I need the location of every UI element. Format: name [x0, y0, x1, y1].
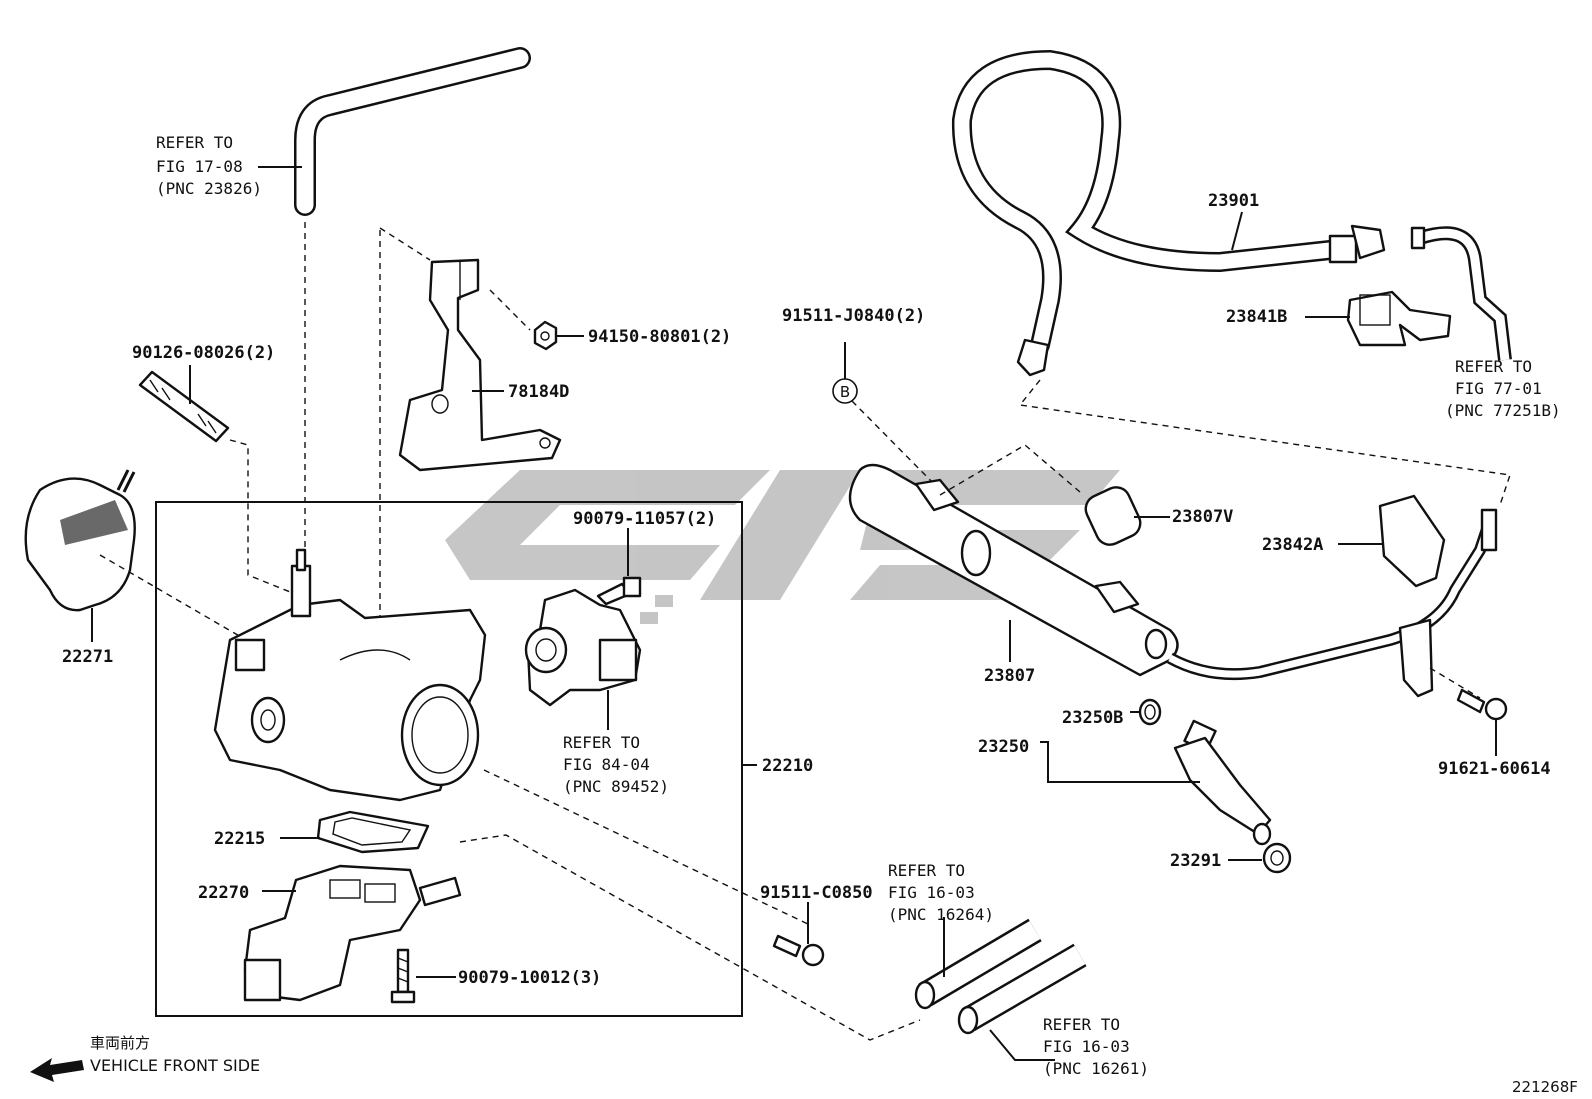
hose-16264-part — [914, 918, 1042, 1010]
label-91511-j0840: 91511-J0840(2) — [782, 306, 925, 326]
tube-77251b-part — [1410, 226, 1512, 361]
label-22210: 22210 — [762, 756, 813, 776]
throttle-body-part — [213, 548, 487, 802]
clip-23841b-part — [1346, 290, 1452, 347]
label-91511-c0850: 91511-C0850 — [760, 883, 873, 903]
label-23807v: 23807V — [1172, 507, 1233, 527]
ref-16-03a-line1: REFER TO — [888, 861, 965, 880]
damper-23807v-part — [1084, 486, 1142, 546]
ref-17-08-line1: REFER TO — [156, 133, 233, 152]
label-91621-60614: 91621-60614 — [1438, 759, 1551, 779]
diagram-id: 221268F — [1512, 1078, 1578, 1096]
throttle-sensor-part — [524, 588, 642, 707]
front-side-en: VEHICLE FRONT SIDE — [90, 1056, 260, 1075]
ref-84-04-line1: REFER TO — [563, 733, 640, 752]
bracket-part — [398, 258, 562, 472]
ref-17-08-line2: FIG 17-08 — [156, 157, 243, 176]
label-78184d: 78184D — [508, 382, 569, 402]
label-23901: 23901 — [1208, 191, 1259, 211]
clip-23842a-part — [1378, 494, 1446, 588]
nut-part — [533, 320, 558, 351]
isc-valve-part — [243, 864, 462, 1002]
label-23250: 23250 — [978, 737, 1029, 757]
ref-77-01-line1: REFER TO — [1455, 357, 1532, 376]
hose-top-part — [294, 47, 531, 216]
bolt-91621-part — [1456, 688, 1508, 721]
front-side-jp: 車両前方 — [90, 1034, 150, 1052]
ref-84-04-line3: (PNC 89452) — [563, 777, 669, 796]
screw-part — [596, 576, 642, 606]
fuel-hose-23901-part — [951, 49, 1386, 377]
stud-part — [138, 370, 230, 443]
bolt-91511-c0850-part — [772, 934, 825, 967]
o-ring-part — [1138, 698, 1162, 726]
label-23291: 23291 — [1170, 851, 1221, 871]
ref-16-03b-line1: REFER TO — [1043, 1015, 1120, 1034]
air-gasket-part — [24, 469, 136, 612]
ref-84-04-line2: FIG 84-04 — [563, 755, 650, 774]
ref-77-01-line2: FIG 77-01 — [1455, 379, 1542, 398]
injector-part — [1173, 719, 1272, 846]
fuel-pipe-part — [1167, 508, 1498, 698]
label-23841b: 23841B — [1226, 307, 1287, 327]
ref-17-08-line3: (PNC 23826) — [156, 179, 262, 198]
hose-16261-part — [957, 943, 1087, 1035]
ref-16-03b-line2: FIG 16-03 — [1043, 1037, 1130, 1056]
label-23842a: 23842A — [1262, 535, 1323, 555]
label-22270: 22270 — [198, 883, 249, 903]
label-94150-80801: 94150-80801(2) — [588, 327, 731, 347]
insulator-part — [1262, 842, 1292, 874]
reference-16-03a: REFER TO FIG 16-03 (PNC 16264) — [888, 861, 994, 924]
label-23250b: 23250B — [1062, 708, 1123, 728]
assembly-frame — [155, 501, 743, 1017]
label-90126-08026: 90126-08026(2) — [132, 343, 275, 363]
screw-isc-part — [390, 948, 416, 1004]
label-22215: 22215 — [214, 829, 265, 849]
gasket-22215-part — [316, 810, 430, 854]
reference-77-01: REFER TO FIG 77-01 (PNC 77251B) — [1445, 357, 1561, 420]
ref-16-03a-line3: (PNC 16264) — [888, 905, 994, 924]
ref-16-03a-line2: FIG 16-03 — [888, 883, 975, 902]
label-23807: 23807 — [984, 666, 1035, 686]
reference-17-08: REFER TO FIG 17-08 (PNC 23826) — [156, 133, 262, 198]
fuel-rail-part — [848, 463, 1179, 677]
label-22271: 22271 — [62, 647, 113, 667]
ref-16-03b-line3: (PNC 16261) — [1043, 1059, 1149, 1078]
vehicle-front-arrow-icon — [30, 1058, 84, 1082]
callout-b: B — [832, 378, 858, 404]
reference-16-03b: REFER TO FIG 16-03 (PNC 16261) — [1043, 1015, 1149, 1078]
ref-77-01-line3: (PNC 77251B) — [1445, 401, 1561, 420]
label-90079-11057: 90079-11057(2) — [573, 509, 716, 529]
label-90079-10012: 90079-10012(3) — [458, 968, 601, 988]
reference-84-04: REFER TO FIG 84-04 (PNC 89452) — [563, 733, 669, 796]
callout-b-text: B — [840, 383, 850, 401]
